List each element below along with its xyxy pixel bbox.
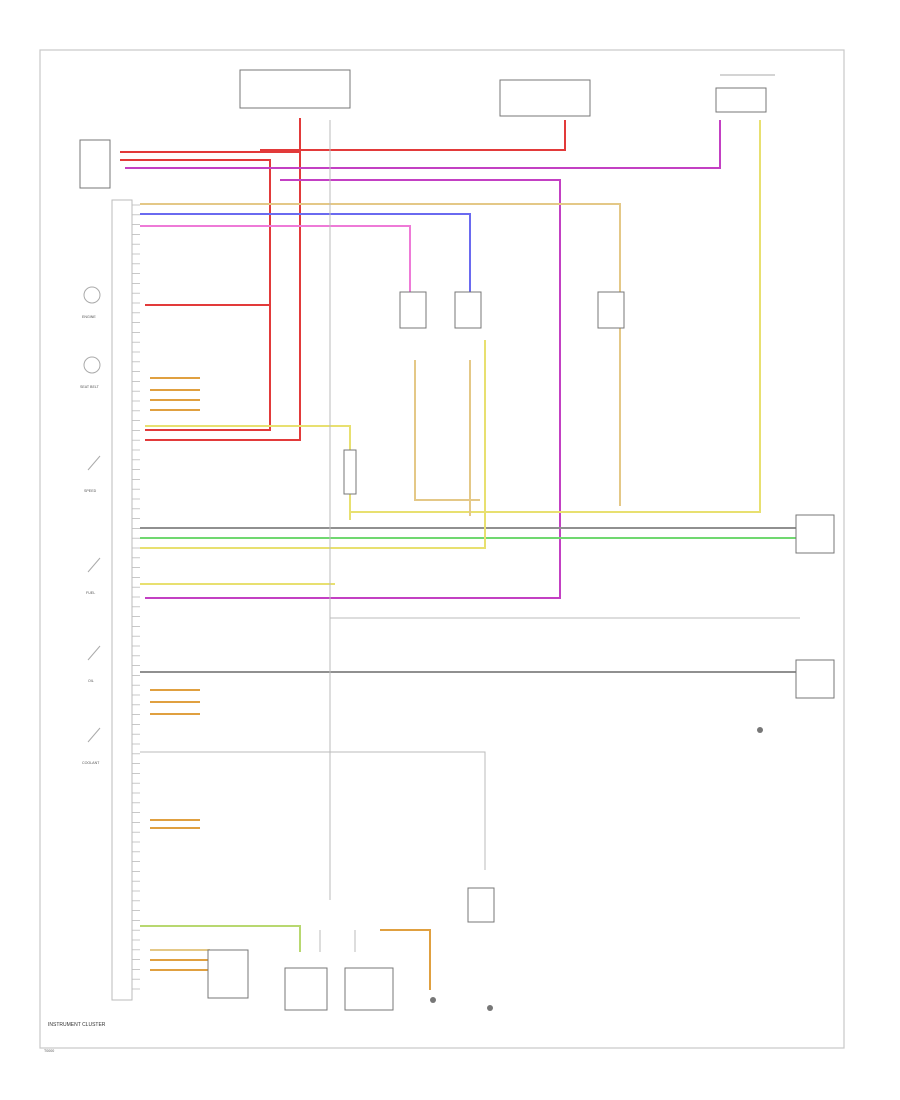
wires bbox=[120, 118, 800, 990]
bottom-module-2 bbox=[284, 967, 328, 1011]
right-module-1 bbox=[795, 514, 835, 554]
right-module-2 bbox=[795, 659, 835, 699]
wire-yellow-3 bbox=[140, 340, 486, 549]
wire-green-yellow bbox=[140, 925, 301, 952]
gauge-label-3: SPEED bbox=[84, 489, 97, 493]
gauge-needle-1 bbox=[87, 455, 101, 471]
gauge-icon-2 bbox=[83, 356, 101, 374]
wire-red-5 bbox=[260, 120, 566, 151]
gauge-icon-1 bbox=[83, 286, 101, 304]
connector-pins bbox=[132, 204, 140, 990]
cluster-label: INSTRUMENT CLUSTER bbox=[48, 1022, 106, 1028]
mid-components bbox=[207, 291, 835, 1011]
switch-3 bbox=[597, 291, 625, 329]
wire-magenta-2 bbox=[145, 179, 561, 599]
switch-2 bbox=[454, 291, 482, 329]
switch-4 bbox=[467, 887, 495, 923]
gauge-label-2: SEAT BELT bbox=[80, 385, 100, 389]
wire-orange bbox=[380, 929, 431, 990]
gauge-label-6: COOLANT bbox=[82, 761, 100, 765]
wire-pink bbox=[140, 225, 411, 300]
diagram-frame bbox=[39, 49, 845, 1049]
wire-red-3 bbox=[145, 152, 301, 441]
ground-3 bbox=[757, 727, 763, 733]
top-left-module bbox=[79, 139, 111, 189]
bottom-module-3 bbox=[344, 967, 394, 1011]
bottom-module-1 bbox=[207, 949, 249, 999]
gauge-needle-4 bbox=[87, 727, 101, 743]
top-components bbox=[239, 69, 775, 117]
wire-red-1 bbox=[120, 118, 301, 153]
wire-thin-3 bbox=[140, 751, 486, 870]
wire-blue bbox=[140, 213, 471, 300]
gauge-icons: ENGINE SEAT BELT SPEED FUEL OIL COOLANT bbox=[80, 286, 101, 765]
top-switch-2 bbox=[499, 79, 591, 117]
top-switch-1 bbox=[239, 69, 351, 109]
gauge-label-4: FUEL bbox=[86, 591, 95, 595]
wire-tan-1 bbox=[140, 203, 621, 506]
gauge-needle-3 bbox=[87, 645, 101, 661]
gauge-needle-2 bbox=[87, 557, 101, 573]
diagram-code: T0000 bbox=[44, 1049, 54, 1053]
gauge-label-1: ENGINE bbox=[82, 315, 96, 319]
resistor-1 bbox=[343, 449, 357, 495]
top-switch-3 bbox=[715, 87, 767, 113]
ground-1 bbox=[430, 997, 436, 1003]
wire-yellow-2 bbox=[350, 120, 761, 513]
wire-red-2 bbox=[120, 159, 271, 431]
switch-1 bbox=[399, 291, 427, 329]
gauge-label-5: OIL bbox=[88, 679, 94, 683]
wire-tan-2 bbox=[414, 360, 480, 501]
instrument-cluster-box bbox=[111, 199, 133, 1001]
ground-2 bbox=[487, 1005, 493, 1011]
wire-magenta-1 bbox=[125, 120, 721, 169]
wire-thin-1 bbox=[329, 120, 800, 619]
